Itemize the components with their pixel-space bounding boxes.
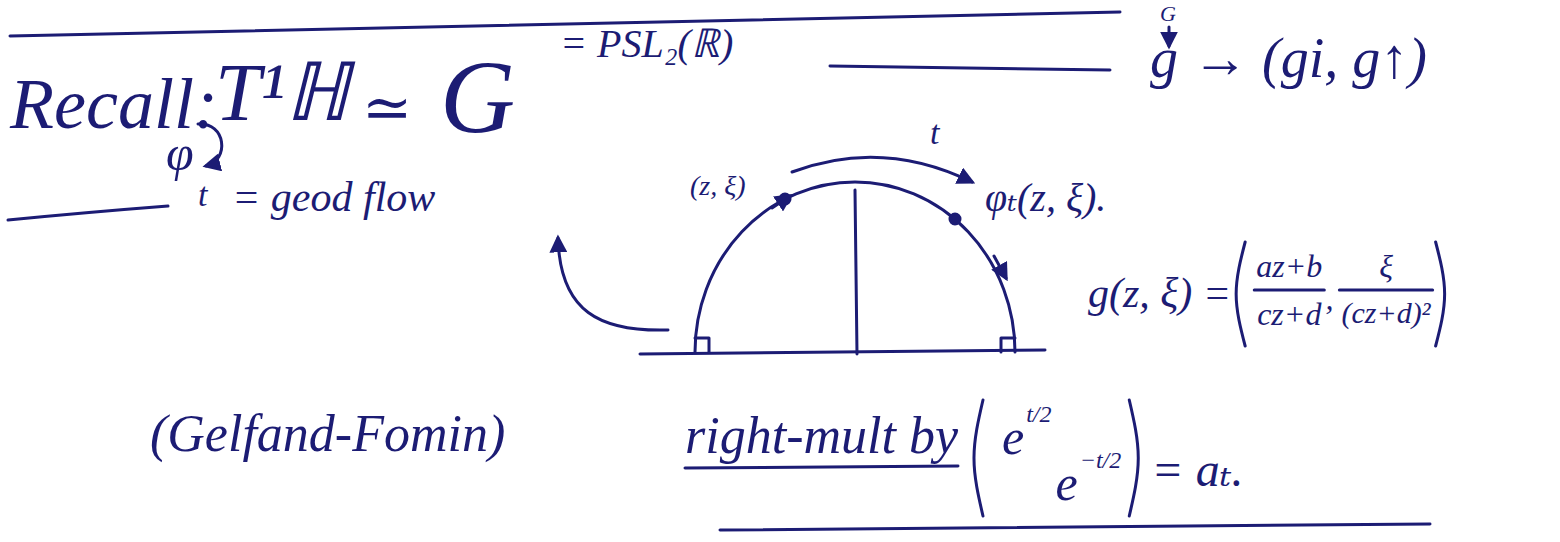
matrix-parenthesis [974,400,983,516]
imaginary-axis [855,190,857,354]
tangent-arrow [772,196,790,208]
fraction-bar [1339,289,1432,292]
bottom-rule [720,524,1430,530]
tuple-parenthesis [1436,242,1445,346]
flow-symbol: φ [166,128,194,178]
flow-subscript: t [198,178,207,212]
action-note: right-mult by [685,410,958,462]
action-underline [685,466,958,468]
correspondence-arrow [558,238,668,330]
flow-definition: = geod flow [232,176,435,218]
tangent-arrow [994,256,1006,278]
fraction-numerator: ξ [1379,250,1393,282]
right-angle-mark [695,338,709,352]
recall-underline [8,206,168,220]
point-label: (z, ξ) [690,172,746,200]
matrix-exponent: t/2 [1026,402,1051,426]
citation-note: (Gelfand-Fomin) [150,408,505,460]
boundary-line [640,350,1045,354]
unit-tangent-bundle: T¹ℍ [215,52,349,134]
measured-ink [685,242,1445,516]
end-point [950,214,960,224]
fraction-numerator: az+b [1256,250,1322,282]
tuple-parenthesis [1236,242,1245,346]
comma: , [1325,282,1333,314]
fraction-denominator: cz+d [1257,298,1321,330]
action-formula: g(z, ξ) = [1088,272,1231,314]
right-angle-mark [1001,338,1015,352]
group-symbol-small: G [1160,3,1176,25]
fraction-denominator: (cz+d)² [1341,298,1430,328]
flowed-point-label: φₜ(z, ξ). [985,178,1106,218]
fraction-bar [1254,289,1324,292]
matrix-exponent: −t/2 [1080,448,1122,472]
orbit-map: g → (gi, g↑) [1150,30,1427,86]
group-definition: = PSL₂(ℝ) [560,24,733,64]
matrix-entry: e [1002,412,1024,462]
isomorphism-symbol: ≃ [362,78,412,138]
matrix-name: = aₜ. [1151,446,1243,494]
group-symbol: G [440,45,515,149]
separator-rule [830,66,1110,70]
matrix-entry: e [1056,458,1078,508]
matrix-parenthesis [1129,400,1138,516]
time-arc-arrow [792,157,972,182]
time-label: t [930,116,939,150]
